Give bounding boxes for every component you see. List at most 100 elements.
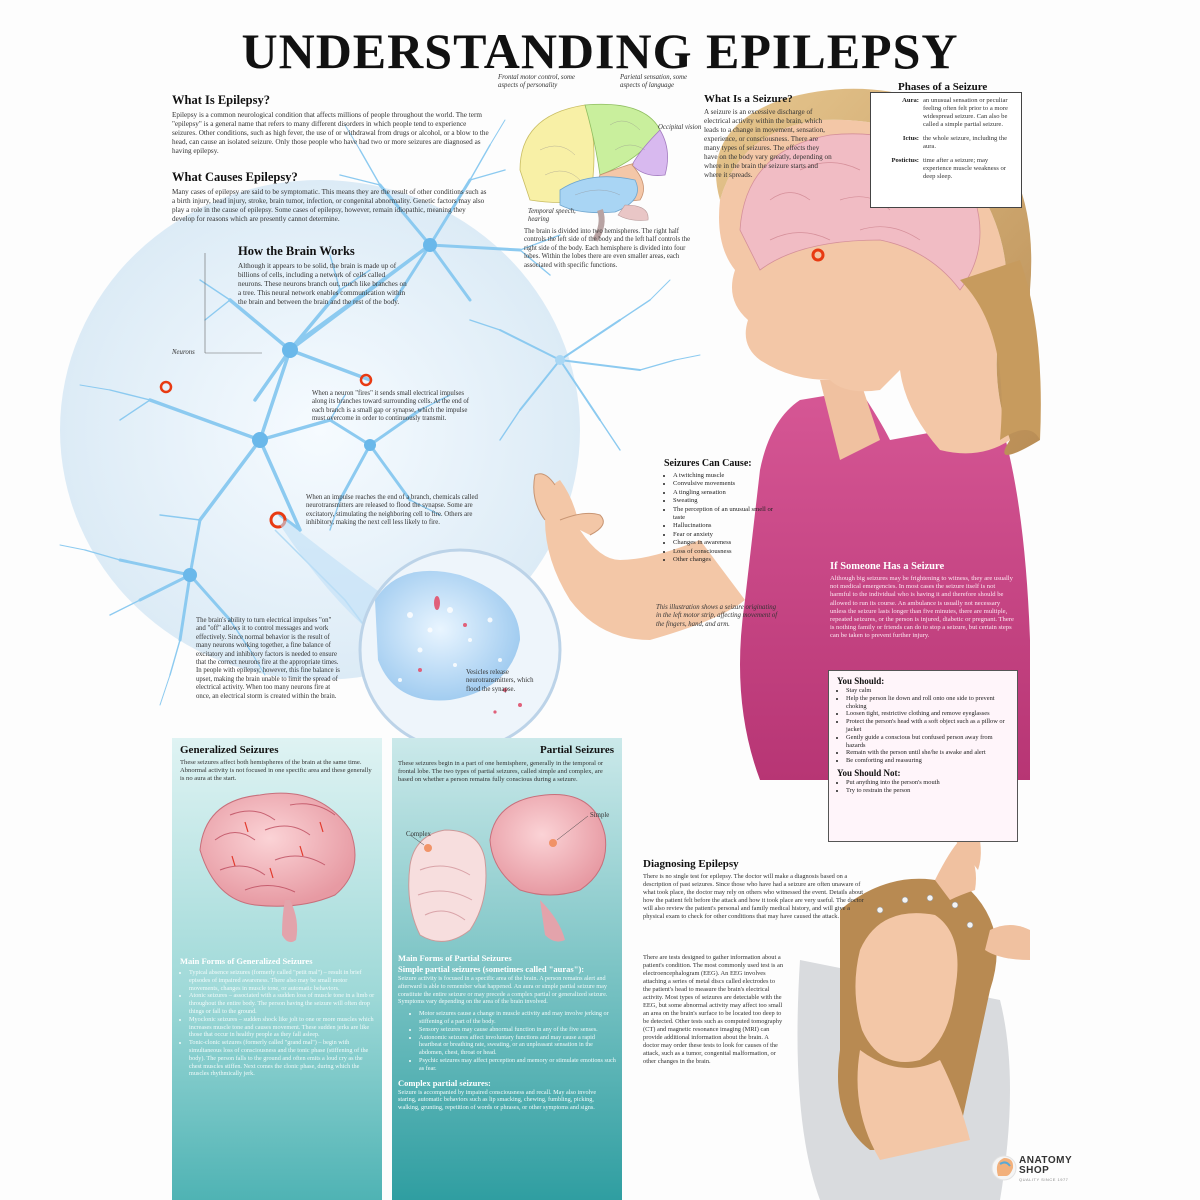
hemispheres-note: The brain is divided into two hemisphere… [524, 228, 691, 269]
seizure-illustration-caption: This illustration shows a seizure origin… [656, 604, 778, 628]
list-item: Try to restrain the person [846, 787, 1009, 795]
eeg-patient-illustration [797, 820, 1030, 1200]
neuron-bodies [183, 238, 565, 582]
page-title: UNDERSTANDING EPILEPSY [241, 23, 959, 79]
list-item: Gently guide a conscious but confused pe… [846, 734, 1009, 750]
list-item: Loss of consciousness [673, 548, 774, 556]
you-should-list: Stay calm Help the person lie down and r… [837, 687, 1009, 765]
phase-row: Postictus:time after a seizure; may expe… [891, 157, 1006, 180]
partial-seizures-heading-block: Partial Seizures [398, 744, 614, 759]
parietal-lobe-label: Parietal sensation, some aspects of lang… [620, 74, 688, 89]
generalized-body: These seizures affect both hemispheres o… [180, 759, 372, 783]
simple-partial-heading: Simple partial seizures (sometimes calle… [398, 964, 585, 974]
what-is-seizure-section: What Is a Seizure? A seizure is an exces… [704, 93, 834, 180]
diagnosing-heading: Diagnosing Epilepsy [643, 858, 739, 870]
neuron-balance-note: The brain's ability to turn electrical i… [196, 617, 340, 700]
neuron-fire-note: When a neuron "fires" it sends small ele… [312, 390, 470, 423]
temporal-lobe-label: Temporal speech, hearing [528, 208, 576, 223]
what-is-epilepsy-heading: What Is Epilepsy? [172, 93, 270, 107]
someone-has-seizure-heading: If Someone Has a Seizure [830, 561, 945, 572]
logo-icon [991, 1155, 1017, 1181]
generalized-seizures-section: Generalized Seizures These seizures affe… [180, 744, 376, 784]
complex-partial-body: Seizure is accompanied by impaired consc… [398, 1088, 597, 1112]
what-is-seizure-heading: What Is a Seizure? [704, 93, 793, 105]
list-item: Changes in awareness [673, 539, 774, 547]
diagnosing-body-block: There is no single test for epilepsy. Th… [643, 873, 871, 921]
diagnosing-body2: There are tests designed to gather infor… [643, 954, 784, 1065]
list-item: Psychic seizures may affect perception a… [419, 1057, 616, 1073]
list-item: Remain with the person until she/he is a… [846, 749, 1009, 757]
list-item: Typical absence seizures (formerly calle… [189, 969, 376, 992]
list-item: Convulsive movements [673, 480, 774, 488]
list-item: Stay calm [846, 687, 1009, 695]
you-should-box: You Should: Stay calm Help the person li… [828, 670, 1018, 842]
what-causes-body: Many cases of epilepsy are said to be sy… [172, 188, 487, 223]
neurons-label: Neurons [172, 349, 195, 356]
list-item: Help the person lie down and roll onto o… [846, 695, 1009, 711]
simple-partial-list: Motor seizures cause a change in muscle … [410, 1010, 616, 1072]
simple-partial-body: Seizure activity is focused in a specifi… [398, 975, 608, 1006]
complex-label: Complex [406, 831, 431, 838]
neurons-pointer [204, 253, 262, 354]
what-is-epilepsy-section: What Is Epilepsy? Epilepsy is a common n… [172, 93, 490, 156]
seizures-can-cause-list: A twitching muscle Convulsive movements … [664, 472, 774, 564]
list-item: Protect the person's head with a soft ob… [846, 718, 1009, 734]
what-is-epilepsy-body: Epilepsy is a common neurological condit… [172, 111, 489, 155]
seizure-origin-marker [811, 248, 825, 262]
neurotransmitters [418, 596, 522, 714]
list-item: Atonic seizures – associated with a sudd… [189, 992, 376, 1015]
vesicles-note: Vesicles release neurotransmitters, whic… [466, 669, 534, 693]
someone-has-seizure-body: Although big seizures may be frightening… [830, 575, 1014, 640]
anatomy-shop-logo: ANATOMY SHOP QUALITY SINCE 1977 [993, 1150, 1093, 1186]
generalized-forms-heading: Main Forms of Generalized Seizures [180, 956, 313, 966]
logo-text: ANATOMY SHOP [1019, 1155, 1073, 1176]
phase-row: Aura:an unusual sensation or peculiar fe… [902, 97, 1008, 128]
generalized-heading: Generalized Seizures [180, 744, 279, 756]
how-brain-works-heading: How the Brain Works [238, 244, 355, 258]
logo-tagline: QUALITY SINCE 1977 [1019, 1177, 1069, 1182]
partial-body: These seizures begin in a part of one he… [398, 760, 604, 784]
frontal-lobe-label: Frontal motor control, some aspects of p… [498, 74, 575, 89]
phase-row: Ictus:the whole seizure, including the a… [902, 135, 1008, 150]
someone-has-seizure-section: If Someone Has a Seizure Although big se… [830, 561, 1016, 641]
what-is-seizure-body: A seizure is an excessive discharge of e… [704, 108, 832, 179]
partial-forms-section: Main Forms of Partial Seizures Simple pa… [398, 953, 616, 1112]
neuron-impulse-note: When an impulse reaches the end of a bra… [306, 494, 478, 527]
what-causes-heading: What Causes Epilepsy? [172, 170, 298, 184]
you-should-not-list: Put anything into the person's mouth Try… [837, 779, 1009, 795]
you-should-heading: You Should: [837, 676, 885, 686]
occipital-lobe-label: Occipital vision [658, 124, 702, 131]
you-should-not-heading: You Should Not: [837, 767, 901, 778]
list-item: Fear or anxiety [673, 531, 774, 539]
lobes-brain-diagram [519, 103, 668, 242]
list-item: Myoclonic seizures – sudden shock like j… [189, 1016, 376, 1039]
list-item: Sensory seizures may cause abnormal func… [419, 1026, 616, 1034]
list-item: Sweating [673, 497, 774, 505]
list-item: Tonic-clonic seizures (formerly called "… [189, 1039, 376, 1078]
complex-partial-heading: Complex partial seizures: [398, 1077, 491, 1088]
phases-table: Aura:an unusual sensation or peculiar fe… [870, 92, 1022, 208]
seizures-can-cause-section: Seizures Can Cause: A twitching muscle C… [664, 458, 774, 564]
what-causes-section: What Causes Epilepsy? Many cases of epil… [172, 170, 490, 224]
list-item: Other changes [673, 556, 774, 564]
list-item: Motor seizures cause a change in muscle … [419, 1010, 616, 1026]
seizures-can-cause-heading: Seizures Can Cause: [664, 458, 752, 469]
list-item: Put anything into the person's mouth [846, 779, 1009, 787]
list-item: Hallucinations [673, 522, 774, 530]
how-brain-works-body: Although it appears to be solid, the bra… [238, 262, 407, 306]
simple-label: Simple [590, 812, 610, 819]
generalized-forms-section: Main Forms of Generalized Seizures Typic… [180, 956, 376, 1078]
list-item: The perception of an unusual smell or ta… [673, 506, 774, 523]
generalized-forms-list: Typical absence seizures (formerly calle… [180, 969, 376, 1078]
woman-illustration [533, 88, 1041, 780]
phases-heading: Phases of a Seizure [898, 81, 988, 93]
partial-intro: These seizures begin in a part of one he… [398, 760, 614, 785]
synapse-terminal [375, 570, 520, 701]
diagnosing-body: There is no single test for epilepsy. Th… [643, 873, 864, 920]
how-brain-works-section: How the Brain Works Although it appears … [238, 244, 408, 307]
diagnosing-body2-block: There are tests designed to gather infor… [643, 954, 783, 1066]
partial-forms-heading: Main Forms of Partial Seizures [398, 953, 512, 963]
list-item: A twitching muscle [673, 472, 774, 480]
